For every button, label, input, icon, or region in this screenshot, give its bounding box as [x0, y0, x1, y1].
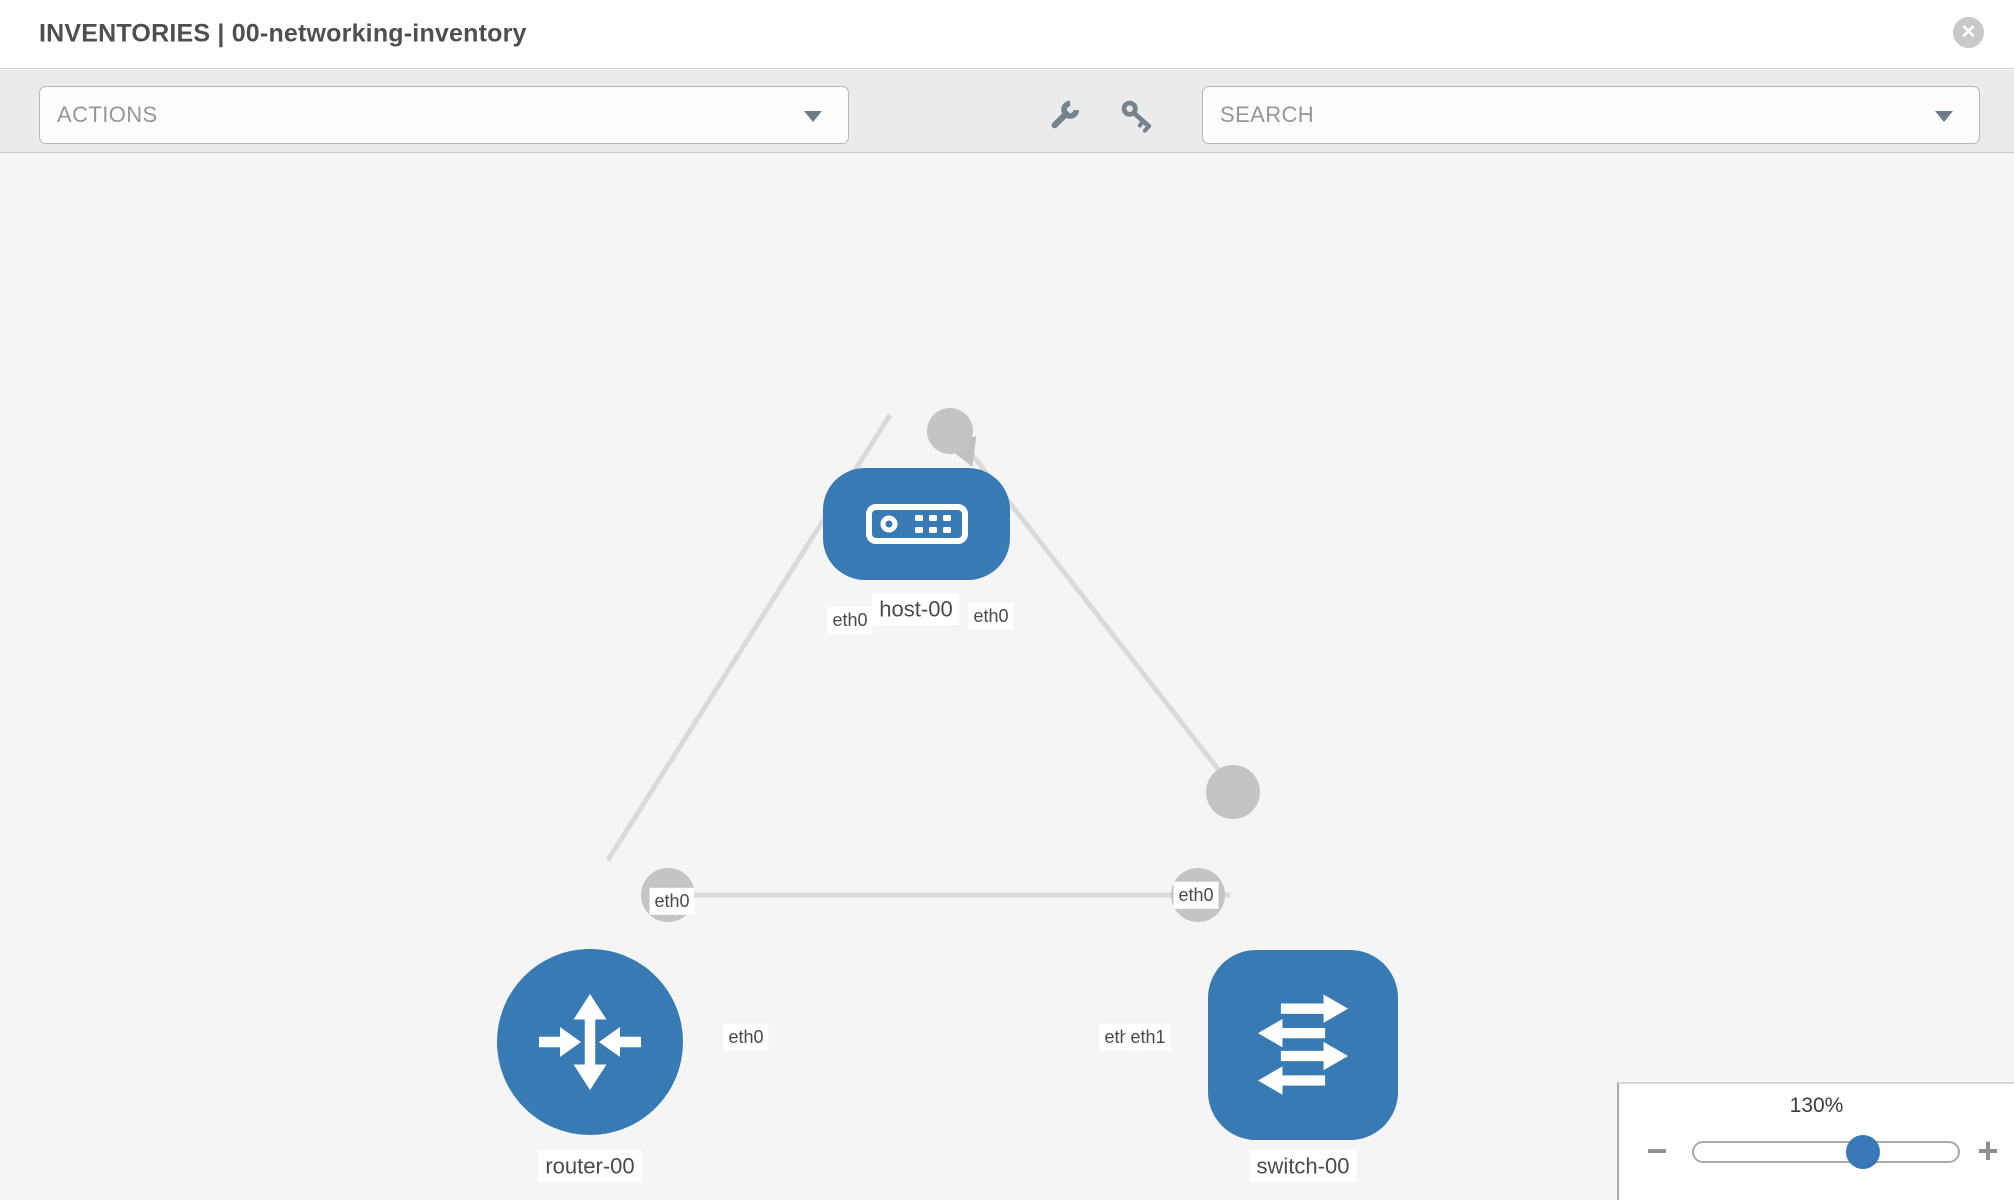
header-bar: INVENTORIES | 00-networking-inventory ✕: [0, 0, 2014, 69]
actions-dropdown-label: ACTIONS: [57, 102, 158, 127]
port-circle-switch-eth0: [1206, 765, 1260, 819]
node-switch-00[interactable]: [1208, 950, 1398, 1140]
interface-label: eth0: [1173, 881, 1219, 909]
close-button[interactable]: ✕: [1953, 17, 1984, 48]
interface-label: eth0: [968, 602, 1014, 630]
zoom-slider-thumb[interactable]: [1845, 1135, 1880, 1169]
node-label-switch: switch-00: [1249, 1150, 1357, 1182]
router-icon: [539, 994, 641, 1090]
actions-dropdown[interactable]: ACTIONS: [39, 86, 849, 144]
zoom-level: 130%: [1789, 1094, 1844, 1117]
port-circle-host-eth0: [927, 408, 973, 454]
interface-label: eth1: [1125, 1023, 1171, 1051]
plus-icon: +: [1977, 1130, 1999, 1171]
chevron-down-icon: [804, 111, 822, 122]
topology-canvas[interactable]: eth0 eth0 eth0 eth0 eth0 eth0 eth1: [0, 153, 2014, 1200]
switch-icon: [1258, 994, 1348, 1095]
zoom-in-button[interactable]: +: [1968, 1132, 2008, 1172]
host-icon: [865, 504, 968, 544]
chevron-down-icon: [1935, 111, 1953, 122]
zoom-panel: 130% − +: [1617, 1082, 2014, 1200]
node-label-router: router-00: [538, 1150, 642, 1182]
node-label-host: host-00: [872, 593, 960, 625]
search-dropdown[interactable]: SEARCH: [1202, 86, 1980, 144]
node-host-00[interactable]: [823, 468, 1010, 580]
interface-label: eth0: [649, 887, 695, 915]
minus-icon: −: [1646, 1130, 1668, 1171]
toolbar: ACTIONS SEARCH: [0, 70, 2014, 153]
interface-label: eth0: [723, 1023, 769, 1051]
close-icon: ✕: [1960, 22, 1977, 43]
node-router-00[interactable]: [497, 949, 683, 1135]
key-icon: [1121, 100, 1152, 133]
zoom-out-button[interactable]: −: [1637, 1132, 1677, 1172]
page-title: INVENTORIES | 00-networking-inventory: [39, 19, 527, 48]
zoom-slider[interactable]: [1692, 1135, 1960, 1169]
interface-label: eth0: [827, 606, 873, 634]
configure-button[interactable]: [1047, 98, 1083, 134]
search-dropdown-label: SEARCH: [1220, 102, 1315, 127]
wrench-icon: [1051, 100, 1080, 129]
credentials-button[interactable]: [1119, 98, 1155, 134]
